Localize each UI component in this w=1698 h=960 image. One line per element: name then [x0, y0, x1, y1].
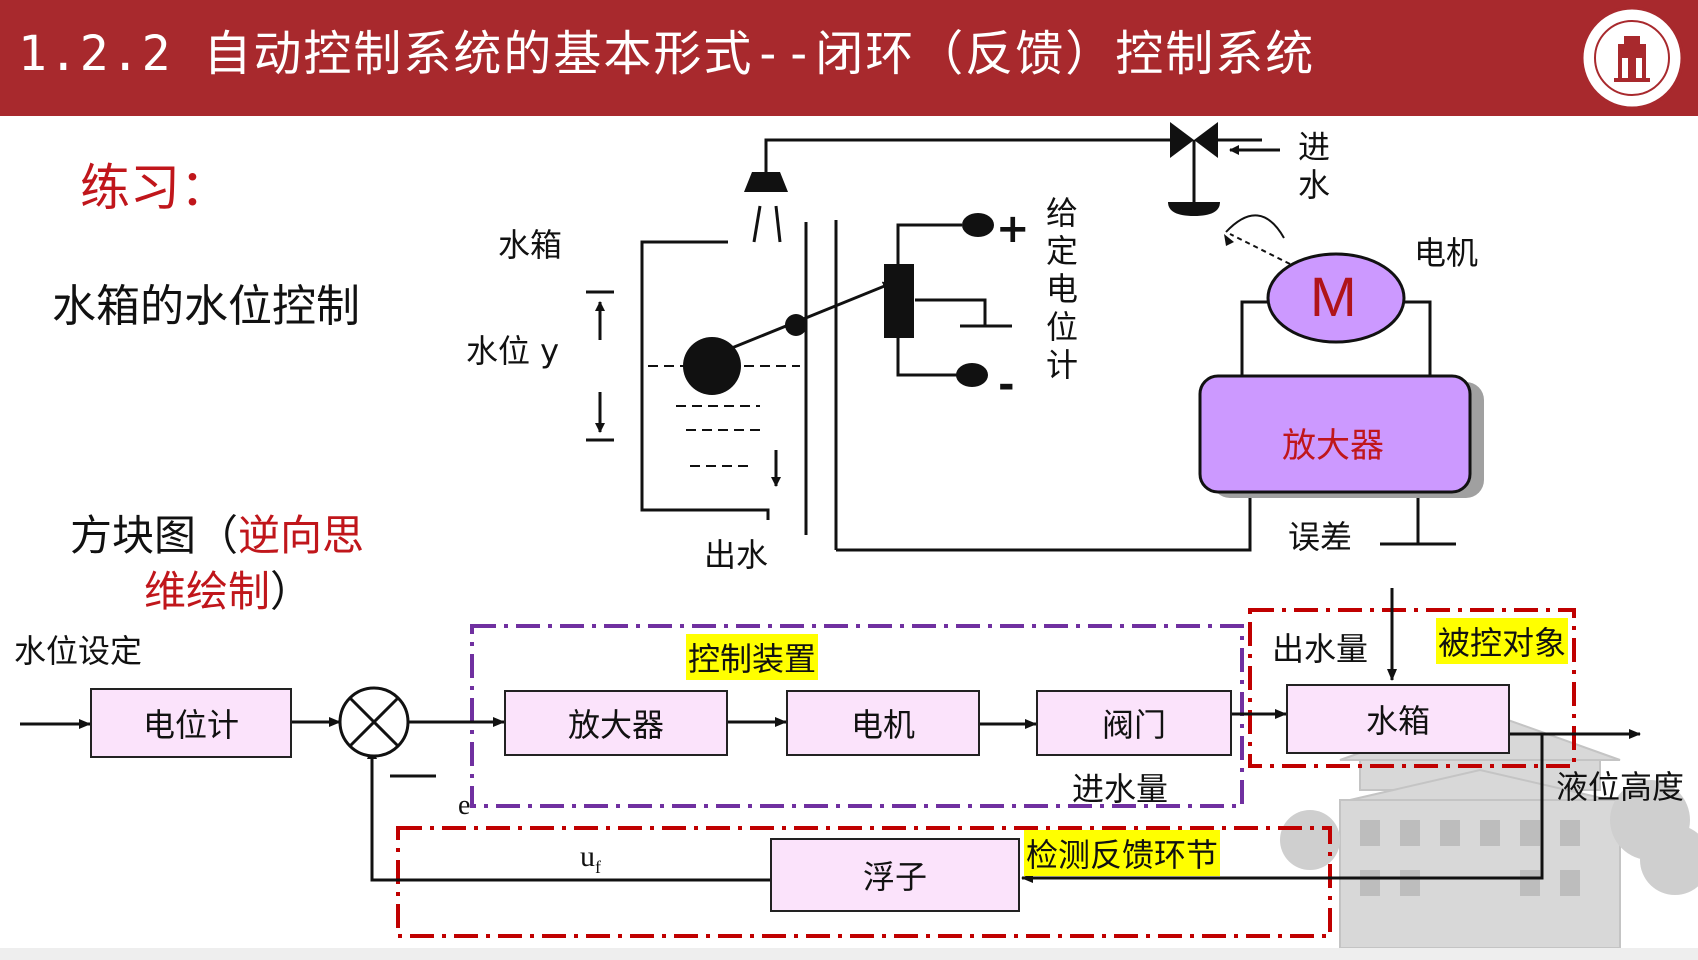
topic-label: 水箱的水位控制	[52, 281, 360, 332]
block-motor-label: 电机	[850, 706, 915, 744]
inflow-label: 进水	[1298, 128, 1331, 204]
minus-sign: -	[998, 362, 1015, 408]
error-label: 误差	[1288, 518, 1353, 556]
lever-pivot	[785, 314, 807, 336]
inflow-nozzle	[744, 172, 788, 192]
block-potentiometer: 电位计	[90, 688, 292, 758]
float-ball	[683, 337, 741, 395]
valve-left	[1170, 122, 1194, 158]
block-amplifier: 放大器	[504, 690, 728, 756]
control-device-label: 控制装置	[686, 634, 819, 680]
setpoint-potentiometer-label: 给定电位计	[1046, 194, 1079, 384]
block-diagram-prefix: 方块图（	[70, 511, 239, 560]
motor-label: 电机	[1414, 234, 1479, 272]
block-tank: 水箱	[1286, 684, 1510, 754]
feedback-section-label: 检测反馈环节	[1024, 830, 1221, 876]
valve-actuator	[1168, 202, 1220, 216]
feedback-region	[396, 826, 1332, 938]
potentiometer-body	[884, 264, 914, 338]
exercise-heading: 练习：	[80, 159, 230, 217]
motor-symbol	[1266, 252, 1406, 344]
feedback-signal-label: uf	[580, 840, 601, 878]
block-amplifier-label: 放大器	[567, 706, 664, 744]
error-signal-label: e	[458, 790, 471, 821]
outflow-label: 出水	[704, 536, 769, 574]
amplifier-block	[1198, 374, 1472, 494]
inflow-pipe	[764, 138, 1170, 172]
control-device-region	[470, 624, 1244, 808]
block-potentiometer-label: 电位计	[142, 706, 239, 744]
controlled-object-label: 被控对象	[1436, 618, 1569, 664]
liquid-level-output-label: 液位高度	[1556, 768, 1685, 806]
feedback-signal-main: u	[580, 840, 595, 873]
block-diagram-suffix: ）	[270, 567, 313, 616]
block-motor: 电机	[786, 690, 980, 756]
tank-wall	[640, 240, 770, 520]
feedback-signal-subscript: f	[595, 857, 601, 877]
setpoint-label: 水位设定	[14, 632, 143, 670]
amplifier-label: 放大器	[1282, 426, 1384, 466]
block-diagram-heading: 方块图（逆向思	[70, 502, 364, 563]
university-logo-icon	[1580, 6, 1684, 110]
water-level-label: 水位 y	[466, 332, 560, 370]
motor-letter: M	[1310, 265, 1357, 328]
plus-sign: +	[996, 206, 1030, 252]
pot-terminal-plus	[962, 213, 994, 237]
outflow-quantity-label: 出水量	[1272, 630, 1369, 668]
pot-terminal-minus	[956, 363, 988, 387]
valve-right	[1194, 122, 1218, 158]
inflow-quantity-label: 进水量	[1072, 770, 1169, 808]
background-building-photo	[1280, 708, 1698, 948]
block-valve: 阀门	[1036, 690, 1232, 756]
page-title: 1.2.2 自动控制系统的基本形式--闭环（反馈）控制系统	[18, 26, 1316, 82]
footer-bar	[0, 948, 1698, 960]
summing-junction	[338, 686, 410, 758]
block-tank-label: 水箱	[1365, 702, 1430, 740]
block-float-label: 浮子	[862, 858, 927, 896]
block-diagram-heading-line2: 维绘制）	[144, 558, 312, 619]
block-diagram-red-2: 维绘制	[144, 567, 271, 616]
controlled-object-region	[1248, 608, 1576, 768]
tank-label: 水箱	[498, 226, 563, 264]
block-diagram-red-1: 逆向思	[238, 511, 365, 560]
block-valve-label: 阀门	[1101, 706, 1166, 744]
block-float: 浮子	[770, 838, 1020, 912]
title-bar: 1.2.2 自动控制系统的基本形式--闭环（反馈）控制系统	[0, 0, 1698, 116]
